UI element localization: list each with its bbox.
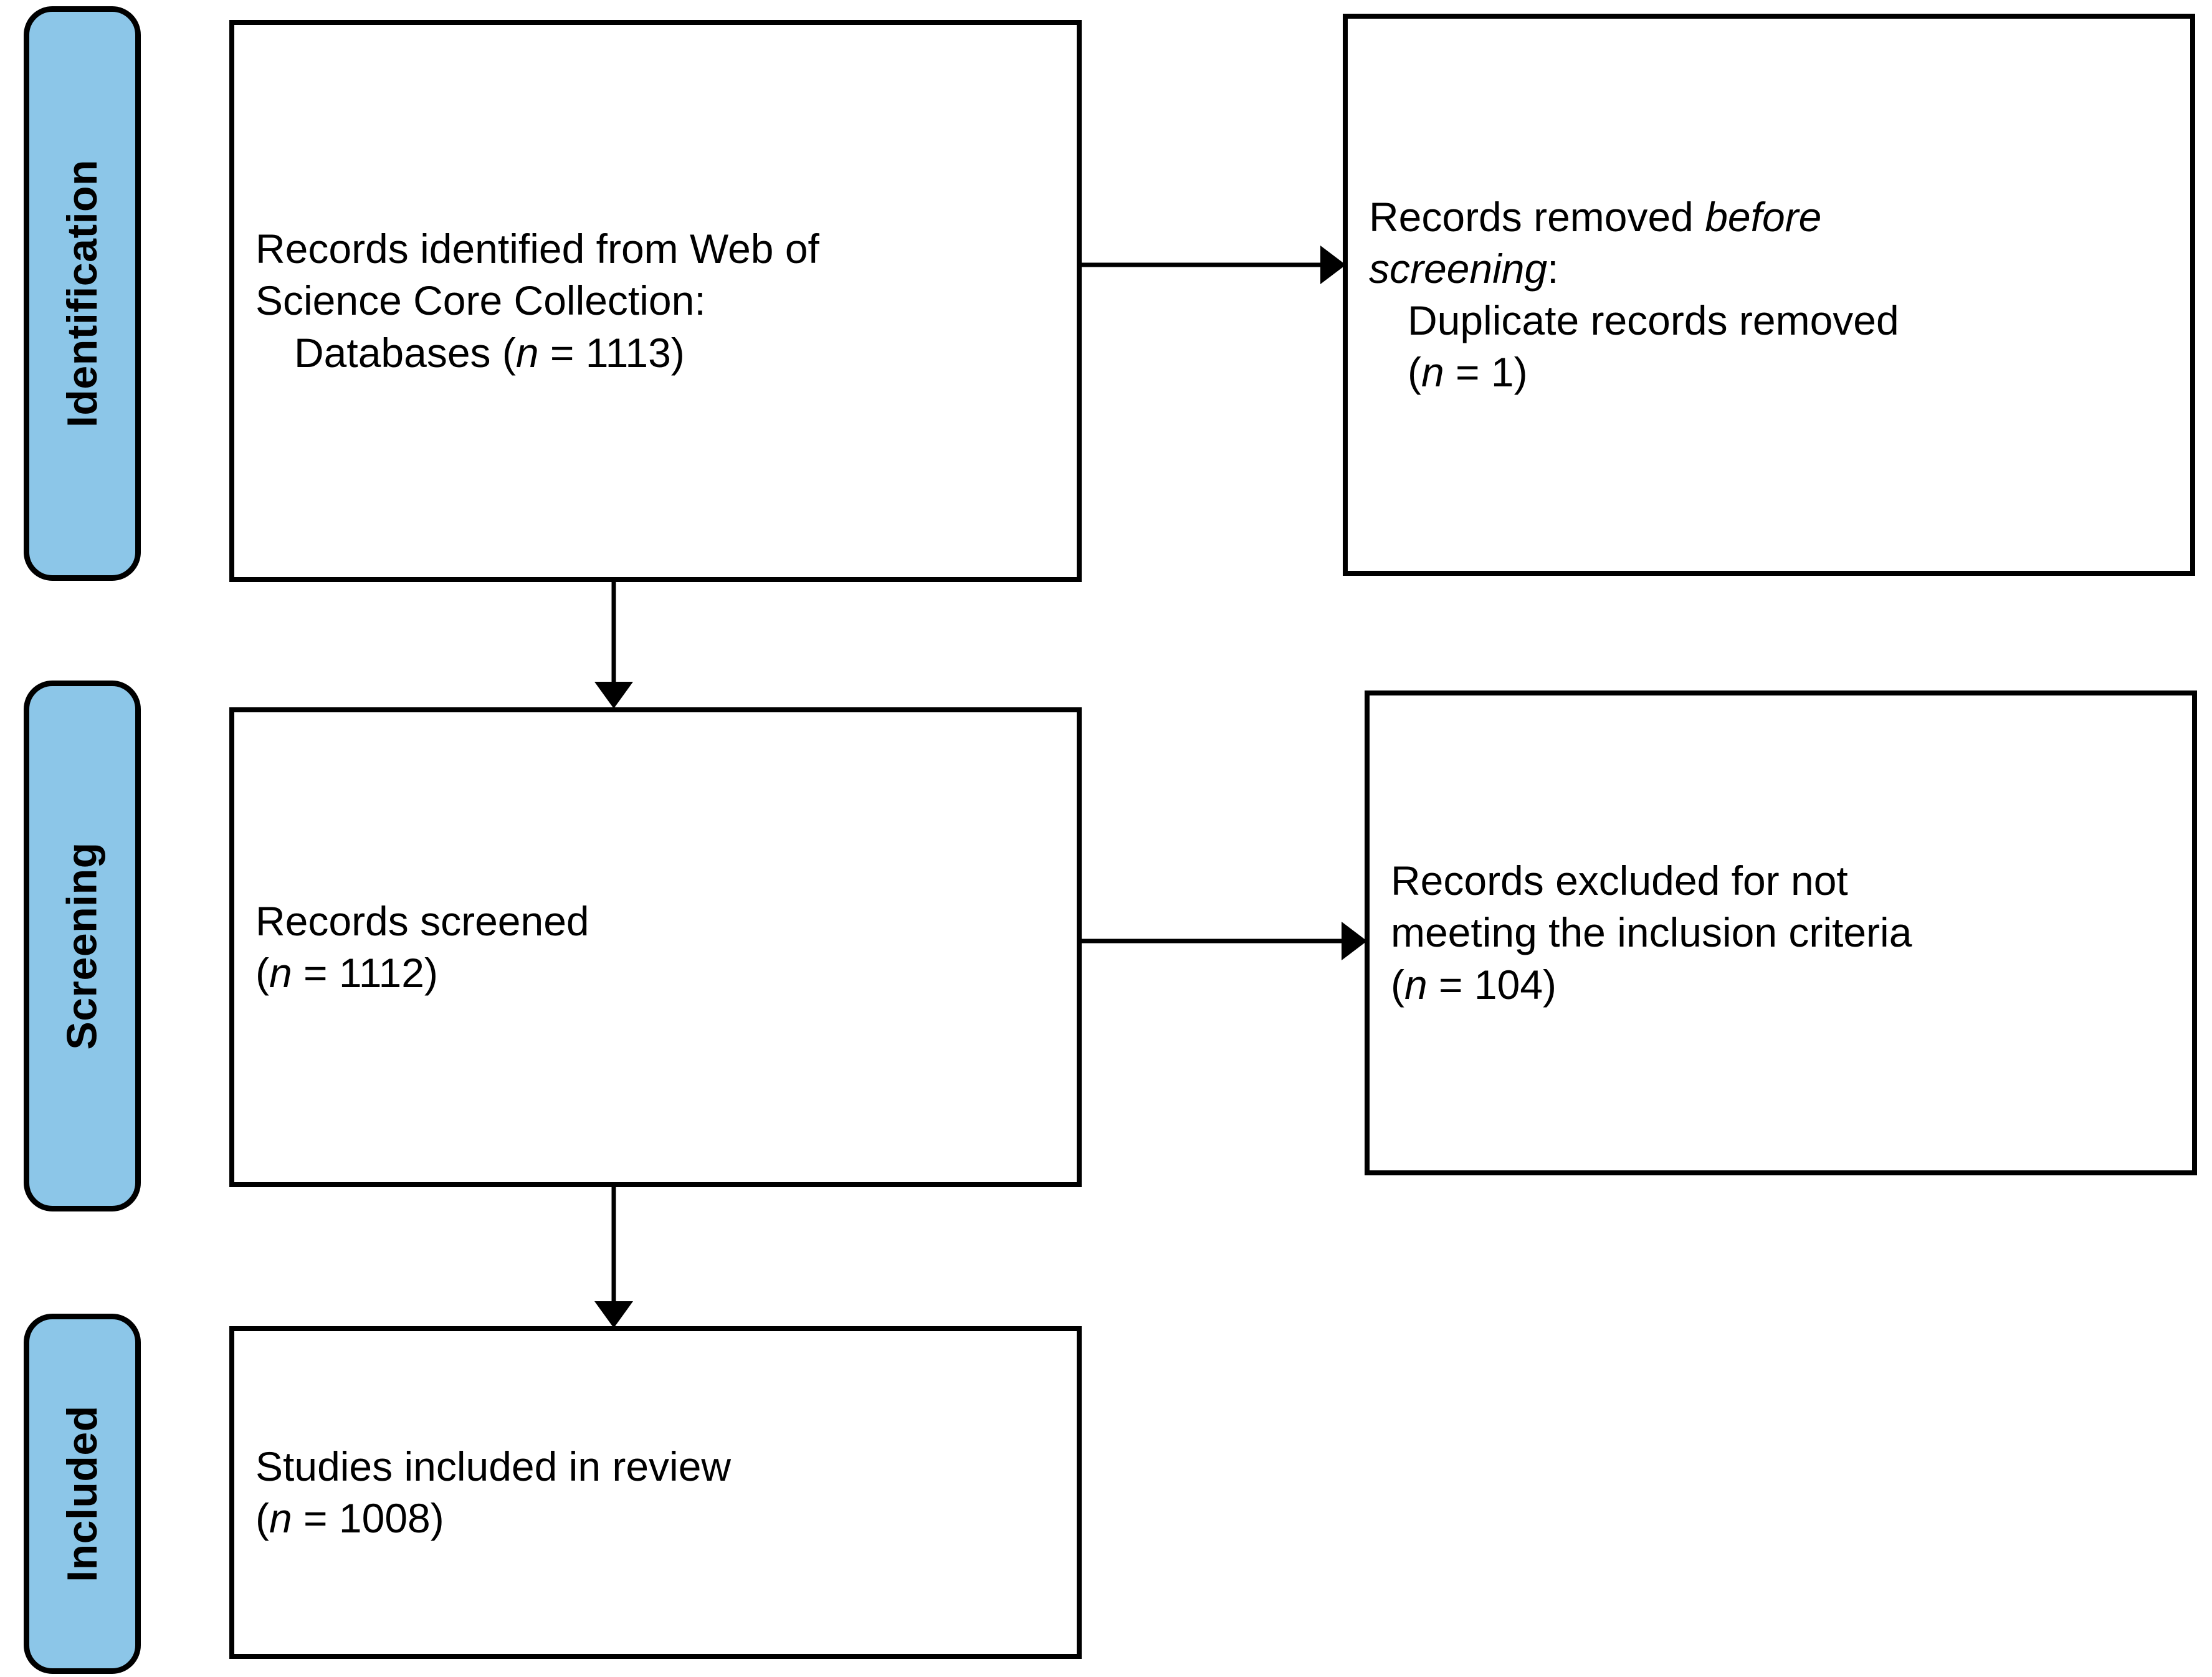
records-removed-colon: : [1547, 245, 1559, 292]
box-records-removed-before-screening: Records removed before screening: Duplic… [1343, 14, 2195, 576]
records-identified-line-1: Records identified from Web of [255, 226, 819, 272]
stage-tab-identification: Identification [24, 6, 141, 581]
records-identified-count: = 1113) [538, 329, 685, 376]
stage-tab-identification-label: Identification [59, 159, 107, 428]
stage-tab-screening: Screening [24, 681, 141, 1211]
records-excluded-count-line: (n = 104) [1391, 959, 2171, 1011]
records-identified-line-2: Science Core Collection: [255, 277, 706, 324]
records-screened-count-line: (n = 1112) [255, 947, 1056, 999]
records-removed-screening-emphasis: screening [1369, 245, 1548, 292]
records-identified-n-symbol: n [515, 329, 539, 376]
box-studies-included-text: Studies included in review (n = 1008) [234, 1441, 1077, 1544]
records-removed-line-2: screening: [1369, 243, 2169, 295]
records-removed-line-1: Records removed before [1369, 191, 2169, 243]
records-excluded-line-2: meeting the inclusion criteria [1391, 909, 1912, 956]
stage-tab-included: Included [24, 1314, 141, 1674]
stage-tab-screening-label: Screening [59, 842, 106, 1050]
duplicate-n-symbol: n [1421, 349, 1444, 396]
arrow-screened-to-included [579, 1186, 648, 1328]
stage-tab-included-label: Included [59, 1405, 107, 1582]
records-removed-before-emphasis: before [1705, 193, 1822, 240]
records-removed-prefix: Records removed [1369, 193, 1705, 240]
duplicate-count-value: = 1) [1444, 349, 1528, 396]
box-records-screened-text: Records screened (n = 1112) [234, 896, 1077, 999]
box-records-screened: Records screened (n = 1112) [229, 707, 1082, 1187]
studies-included-n-symbol: n [269, 1495, 292, 1541]
duplicate-records-removed-label: Duplicate records removed [1408, 297, 1899, 343]
records-identified-databases-prefix: Databases ( [294, 329, 516, 376]
box-studies-included: Studies included in review (n = 1008) [229, 1326, 1082, 1659]
records-identified-line-3: Databases (n = 1113) [255, 327, 1056, 379]
box-records-identified: Records identified from Web of Science C… [229, 20, 1082, 582]
records-screened-label: Records screened [255, 897, 589, 944]
records-screened-n-symbol: n [269, 950, 292, 996]
duplicate-records-removed-count-line: (n = 1) [1369, 346, 2169, 398]
box-records-excluded: Records excluded for not meeting the inc… [1365, 690, 2197, 1175]
arrow-identified-to-screened [579, 581, 648, 709]
records-screened-open-paren: ( [255, 950, 269, 996]
duplicate-count-open-paren: ( [1408, 349, 1421, 396]
box-records-identified-text: Records identified from Web of Science C… [234, 223, 1077, 378]
records-excluded-count-value: = 104) [1427, 961, 1557, 1008]
arrow-screened-to-excluded [1082, 913, 1367, 969]
records-screened-count-value: = 1112) [292, 950, 438, 996]
records-excluded-n-symbol: n [1404, 961, 1428, 1008]
studies-included-count-line: (n = 1008) [255, 1493, 1056, 1544]
studies-included-label: Studies included in review [255, 1443, 732, 1489]
records-excluded-line-1: Records excluded for not [1391, 858, 1848, 904]
arrow-identified-to-removed [1082, 237, 1346, 293]
box-records-excluded-text: Records excluded for not meeting the inc… [1370, 855, 2192, 1010]
records-excluded-open-paren: ( [1391, 961, 1404, 1008]
box-records-removed-text: Records removed before screening: Duplic… [1348, 191, 2190, 399]
studies-included-count-value: = 1008) [292, 1495, 444, 1541]
studies-included-open-paren: ( [255, 1495, 269, 1541]
